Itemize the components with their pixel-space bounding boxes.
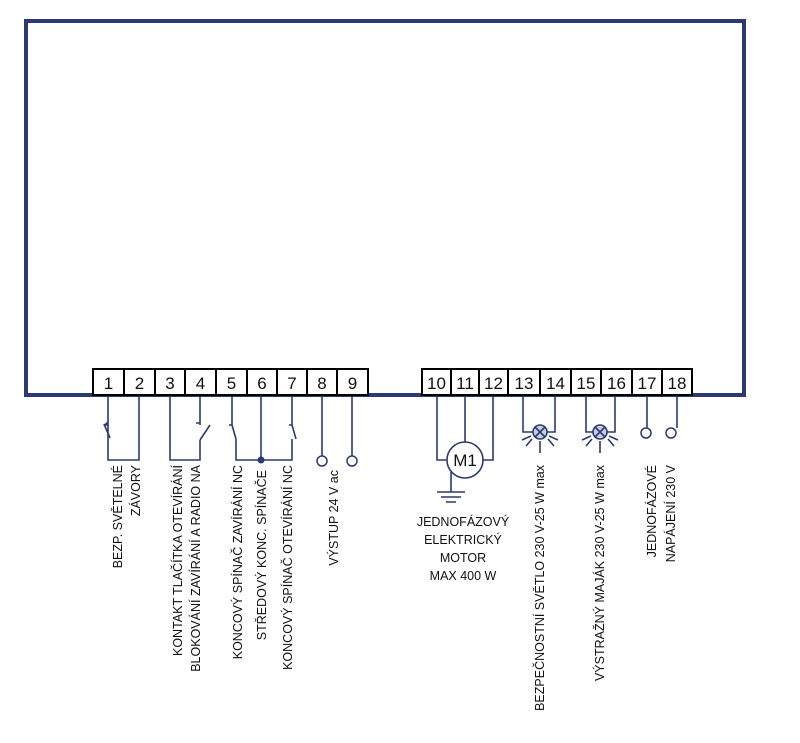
button-contact: [169, 396, 211, 461]
terminal-1: [92, 368, 125, 396]
motor-symbol: M1: [453, 451, 477, 470]
limit-close-label: KONCOVÝ SPÍNAČ ZAVÍRÁNÍ NC: [230, 465, 245, 659]
terminal-number: 15: [577, 374, 596, 393]
button-label-2: BLOKOVÁNÍ ZAVÍRÁNÍ A RADIO NA: [188, 464, 203, 671]
terminal-12: [478, 368, 509, 396]
motor-label-4: MAX 400 W: [430, 569, 497, 583]
terminal-number: 6: [257, 374, 266, 393]
limit-open-label: KONCOVÝ SPÍNAČ OTEVÍRÁNÍ NC: [280, 465, 295, 670]
photocell-label-1: BEZP. SVĚTELNÉ: [110, 465, 125, 568]
terminal-number: 8: [317, 374, 326, 393]
output24-label: VÝSTUP 24 V ac: [326, 470, 341, 566]
terminal-number: 4: [196, 374, 205, 393]
safety-light-label: BEZPEČNOSTNÍ SVĚTLO 230 V-25 W max: [532, 464, 547, 711]
safety-light: [521, 396, 559, 453]
terminal-number: 5: [227, 374, 236, 393]
terminal-8: [306, 368, 338, 396]
terminal-5: [215, 368, 248, 396]
power-label-1: JEDNOFÁZOVÉ: [644, 465, 659, 557]
power-label-2: NAPÁJENÍ 230 V: [663, 464, 678, 562]
terminal-number: 10: [427, 374, 446, 393]
motor-label-2: ELEKTRICKÝ: [424, 532, 502, 547]
control-unit-frame: [24, 19, 746, 397]
power-supply: [640, 396, 678, 439]
terminal-number: 12: [484, 374, 503, 393]
output-24v: [316, 396, 358, 467]
limit-common-label: STŘEDOVÝ KONC. SPÍNAČE: [254, 470, 269, 640]
beacon-label: VÝSTRAŽNÝ MAJÁK 230 V-25 W max: [592, 464, 607, 681]
motor-label-3: MOTOR: [440, 551, 486, 565]
terminal-number: 1: [104, 374, 113, 393]
terminal-17: [631, 368, 663, 396]
terminal-9: [336, 368, 369, 396]
limit-switches: [229, 396, 297, 464]
motor-icon: [446, 441, 484, 479]
button-label-1: KONTAKT TLAČÍTKA OTEVÍRÁNÍ: [170, 464, 185, 656]
terminal-number: 14: [546, 374, 565, 393]
terminal-number: 17: [638, 374, 657, 393]
photocell-label-2: ZÁVORY: [128, 464, 143, 516]
terminal-2: [123, 368, 156, 396]
terminal-number: 16: [607, 374, 626, 393]
terminal-18: [661, 368, 693, 396]
photocell-contact: [103, 396, 140, 461]
terminal-number: 2: [135, 374, 144, 393]
motor-label-1: JEDNOFÁZOVÝ: [417, 514, 510, 529]
beacon: [581, 396, 619, 453]
terminal-16: [600, 368, 633, 396]
terminal-number: 11: [456, 374, 474, 393]
junction-dot: [257, 456, 265, 464]
terminal-number: 9: [348, 374, 357, 393]
terminal-number: 13: [515, 374, 534, 393]
terminal-3: [154, 368, 186, 396]
terminal-number: 7: [287, 374, 296, 393]
terminal-number: 18: [668, 374, 687, 393]
motor: M1: [436, 396, 494, 503]
terminal-number: 3: [165, 374, 174, 393]
terminal-10: [421, 368, 452, 396]
